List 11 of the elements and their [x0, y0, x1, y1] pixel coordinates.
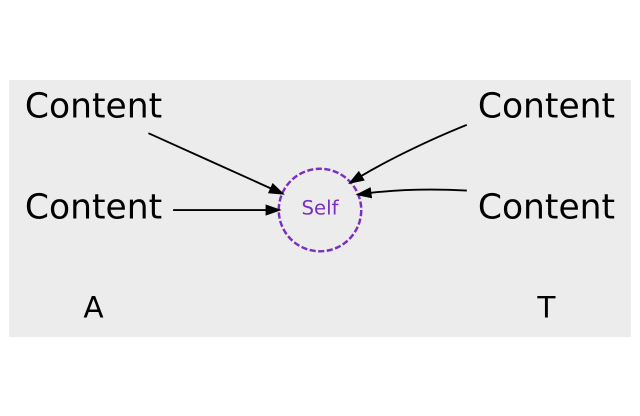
label: T	[537, 290, 556, 324]
node-text: Content	[24, 86, 162, 126]
arrow	[355, 186, 467, 198]
node-text: Content	[478, 86, 616, 126]
label: A	[83, 290, 104, 324]
node-circle: Self	[278, 167, 362, 252]
arrow	[173, 204, 282, 216]
arrow	[348, 124, 468, 184]
arrow	[148, 132, 285, 194]
node-text: Content	[478, 187, 616, 228]
node-text: Content	[24, 187, 162, 228]
